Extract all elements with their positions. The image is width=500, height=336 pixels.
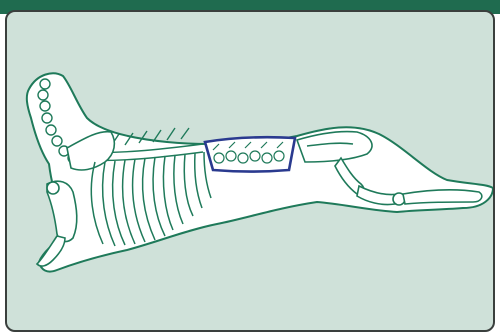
loin-highlight — [205, 137, 295, 171]
diagram-panel — [5, 10, 495, 332]
carcass-diagram — [7, 12, 493, 330]
